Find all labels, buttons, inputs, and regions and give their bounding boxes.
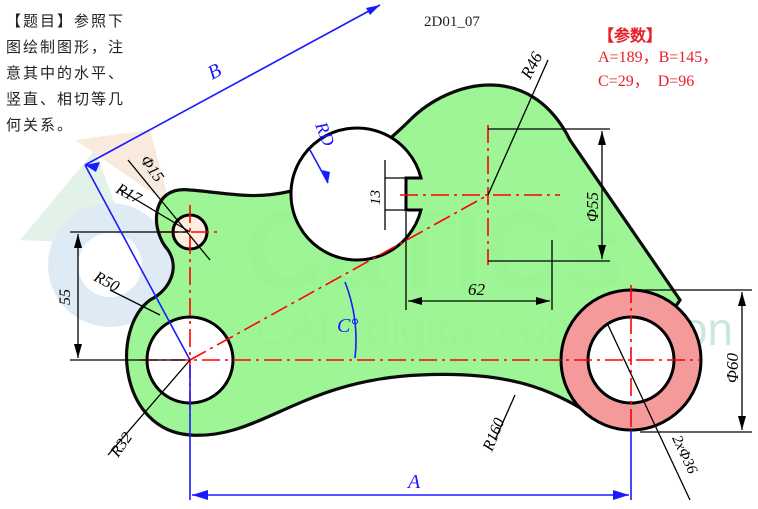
task-description: 【题目】参照下 图绘制图形，注 意其中的水平、 竖直、相切等几 何关系。 <box>6 8 176 138</box>
drawing-code: 2D01_07 <box>424 14 480 30</box>
parameters-line-1: A=189，B=145， <box>598 49 719 66</box>
dim-R32: R32 <box>107 429 136 461</box>
keyed-hole <box>289 126 423 262</box>
dim-55: 55 <box>57 289 74 305</box>
dim-B: B <box>204 59 225 84</box>
task-line: 意其中的水平、 <box>6 64 126 82</box>
dim-A: A <box>406 471 421 493</box>
dim-C: C° <box>337 315 358 337</box>
blue-dimensions <box>84 4 632 500</box>
parameters-title: 【参数】 <box>598 26 663 45</box>
task-line: 图绘制图形，注 <box>6 38 126 56</box>
task-line: 竖直、相切等几 <box>6 90 126 108</box>
task-line: 【题目】参照下 <box>6 12 126 30</box>
dim-phi36: 2xΦ36 <box>668 433 700 477</box>
dim-62: 62 <box>468 280 486 299</box>
dim-R46: R46 <box>516 48 546 82</box>
dim-phi60: Φ60 <box>723 353 742 383</box>
dim-13: 13 <box>368 190 384 205</box>
parameters-block: 【参数】 A=189，B=145， C=29， D=96 <box>598 22 718 94</box>
black-arrowheads <box>74 131 746 430</box>
blue-arrowheads <box>85 5 629 500</box>
dimension-lines <box>70 59 752 501</box>
parameters-line-2: C=29， D=96 <box>598 73 695 90</box>
dim-phi55: Φ55 <box>583 192 602 222</box>
centerlines <box>140 125 700 430</box>
task-line: 何关系。 <box>6 116 75 134</box>
dim-R160: R160 <box>480 416 509 455</box>
